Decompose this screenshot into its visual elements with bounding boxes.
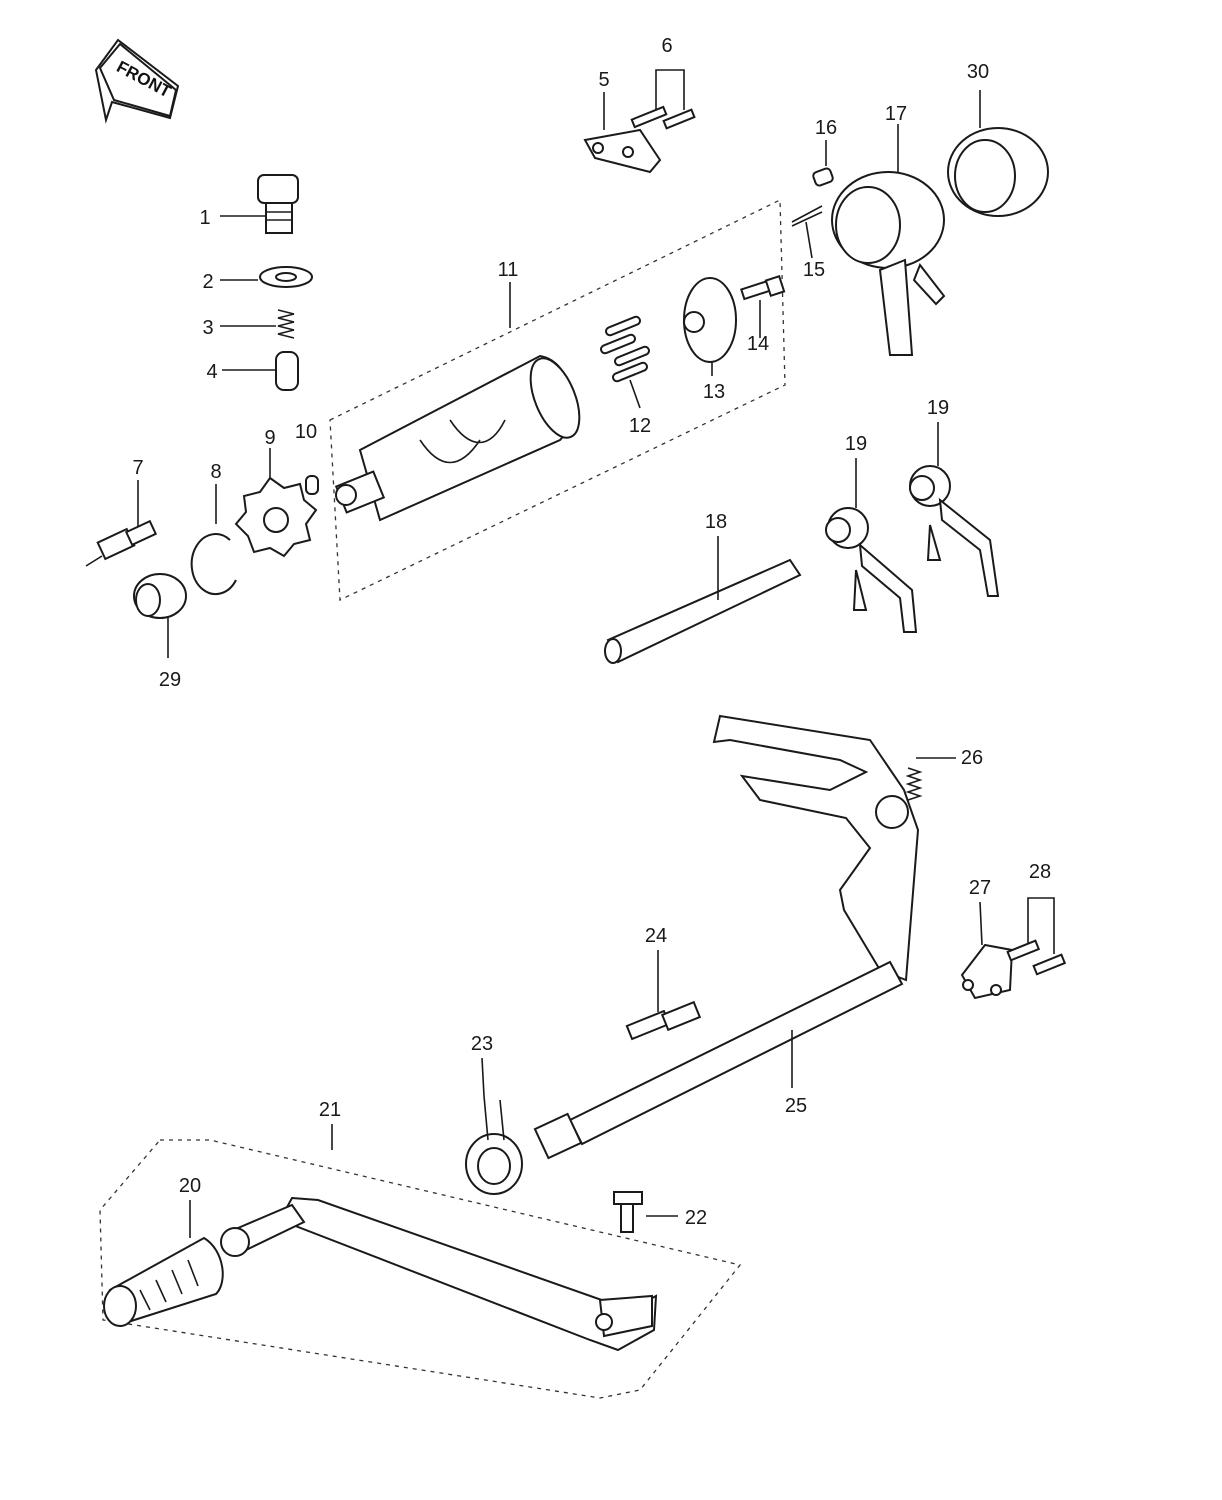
callout-8: 8	[210, 461, 221, 483]
callout-20: 20	[179, 1175, 201, 1197]
part-6-screws	[630, 105, 696, 130]
part-2-washer	[259, 266, 313, 288]
part-14-bolt	[740, 274, 786, 301]
pedal-assembly-outline	[99, 1139, 742, 1399]
callout-17: 17	[885, 103, 907, 125]
shift-arm	[712, 714, 920, 982]
callout-14: 14	[747, 333, 769, 355]
part-11-shift-drum	[334, 354, 581, 522]
callout-27: 27	[969, 877, 991, 899]
part-30-bearing	[947, 127, 1049, 217]
part-8-circlip	[190, 533, 237, 596]
leader-lines	[137, 69, 1055, 1238]
part-21-pedal-arm	[220, 1196, 658, 1352]
callout-4: 4	[206, 361, 217, 383]
callout-6: 6	[661, 35, 672, 57]
part-1-plug	[257, 174, 299, 234]
part-22-bolt	[613, 1191, 643, 1233]
callout-29: 29	[159, 669, 181, 691]
part-13-plate	[683, 277, 737, 363]
callout-13: 13	[703, 381, 725, 403]
callout-2: 2	[202, 271, 213, 293]
callout-30: 30	[967, 61, 989, 83]
part-26-spring	[905, 767, 923, 801]
callout-26: 26	[961, 747, 983, 769]
callout-9: 9	[264, 427, 275, 449]
part-18-fork-shaft	[604, 558, 802, 664]
callout-28: 28	[1029, 861, 1051, 883]
part-10-pin	[305, 475, 319, 495]
callout-15: 15	[803, 259, 825, 281]
front-arrow-icon: FRONT	[94, 38, 180, 124]
callout-labels: 1 2 3 4 5 6 7 8 9 10 11 12 13 14 15 16 1…	[132, 35, 1051, 1229]
part-15-cotter-pin	[791, 205, 823, 227]
callout-22: 22	[685, 1207, 707, 1229]
callout-23: 23	[471, 1033, 493, 1055]
callout-10: 10	[295, 421, 317, 443]
callout-3: 3	[202, 317, 213, 339]
part-28-bolts	[1006, 939, 1067, 976]
part-4-pin	[275, 351, 299, 391]
callout-16: 16	[815, 117, 837, 139]
part-5-plate	[583, 128, 662, 174]
part-20-pedal-rubber	[103, 1236, 224, 1327]
callout-11: 11	[498, 259, 519, 281]
part-24-stud	[625, 1000, 702, 1041]
callout-5: 5	[598, 69, 609, 91]
callout-12: 12	[629, 415, 651, 437]
part-29-collar	[133, 573, 187, 619]
part-7-switch	[85, 519, 158, 567]
callout-25: 25	[785, 1095, 807, 1117]
callout-24: 24	[645, 925, 667, 947]
part-23-return-spring	[465, 1095, 523, 1195]
callout-18: 18	[705, 511, 727, 533]
callout-1: 1	[199, 207, 210, 229]
part-17-shift-fork	[831, 171, 946, 356]
callout-21: 21	[319, 1099, 341, 1121]
callout-19b: 19	[927, 397, 949, 419]
part-16-pin	[812, 167, 834, 187]
part-25-shift-shaft	[533, 960, 904, 1160]
callout-19a: 19	[845, 433, 867, 455]
part-19a-fork	[825, 507, 918, 633]
drum-assembly-outline	[329, 198, 786, 602]
part-19b-fork	[909, 465, 1000, 597]
part-3-spring	[277, 309, 295, 339]
callout-7: 7	[132, 457, 143, 479]
part-27-plate	[960, 943, 1014, 1000]
part-12-pins	[600, 315, 650, 383]
